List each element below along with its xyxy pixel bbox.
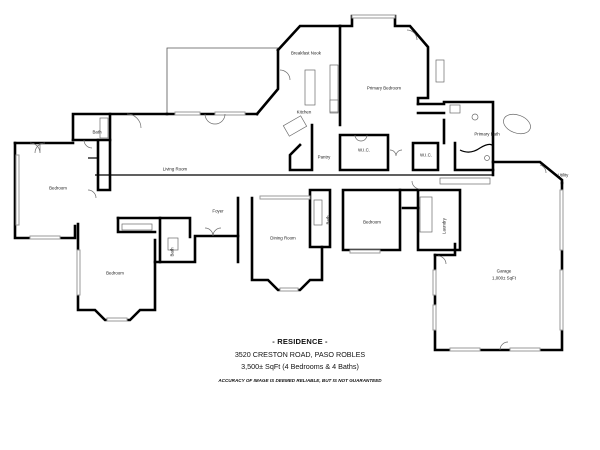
room-label-bath-upper: Bath	[92, 129, 102, 135]
room-label-foyer: Foyer	[212, 208, 224, 214]
room-label-bedroom-middle: Bedroom	[363, 219, 381, 225]
interior-walls	[71, 24, 495, 264]
windows	[15, 14, 564, 352]
room-label-garage-size: 1,000± SqFt	[492, 275, 516, 281]
doors	[29, 29, 547, 351]
room-label-wic-bath: W.I.C.	[420, 152, 432, 158]
room-label-dining-room: Dining Room	[270, 235, 296, 241]
room-label-kitchen: Kitchen	[296, 109, 312, 115]
fixtures	[99, 59, 531, 251]
room-label-garage: Garage	[496, 268, 512, 274]
room-label-bath-dining: Bath	[325, 215, 331, 225]
room-label-utility: Utility	[557, 172, 569, 178]
room-label-primary-bedroom: Primary Bedroom	[366, 85, 402, 91]
room-label-laundry: Laundry	[441, 218, 447, 234]
room-label-breakfast-nook: Breakfast Nook	[290, 50, 322, 56]
caption-title: - RESIDENCE -	[272, 337, 328, 346]
room-label-primary-bath: Primary Bath	[474, 131, 500, 137]
room-label-bedroom-west: Bedroom	[49, 185, 67, 191]
room-label-living-room: Living Room	[162, 166, 188, 172]
room-label-bedroom-southwest: Bedroom	[106, 270, 124, 276]
room-label-wic-primary: W.I.C.	[358, 147, 370, 153]
room-label-pantry: Pantry	[317, 154, 331, 160]
caption-disclaimer: ACCURACY OF IMAGE IS DEEMED RELIABLE, BU…	[218, 378, 382, 383]
patio-outline	[166, 47, 279, 114]
caption-address: 3520 CRESTON ROAD, PASO ROBLES	[234, 350, 366, 359]
room-label-bath-southwest: Bath	[169, 247, 175, 257]
caption-size: 3,500± SqFt (4 Bedrooms & 4 Baths)	[241, 362, 359, 371]
primary-bath-counter	[459, 143, 494, 153]
